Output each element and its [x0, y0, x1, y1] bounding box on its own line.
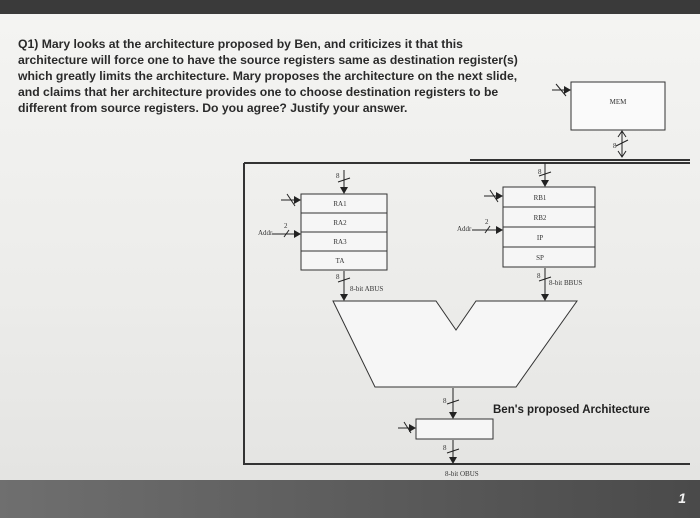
alu-shape: [332, 300, 578, 388]
svg-text:2: 2: [284, 222, 288, 230]
register-ra3: RA3: [333, 238, 347, 246]
output-register: [415, 418, 494, 440]
ra-addr-label: Addr: [258, 229, 273, 237]
svg-text:8: 8: [538, 168, 542, 176]
svg-text:8: 8: [443, 397, 447, 405]
memory-block: [570, 81, 666, 131]
register-ra2: RA2: [333, 219, 347, 227]
diagram-caption: Ben's proposed Architecture: [493, 404, 650, 416]
obus-label: 8-bit OBUS: [445, 470, 479, 478]
main-frame: [243, 163, 690, 465]
rb-addr-label: Addr: [457, 225, 472, 233]
svg-text:8: 8: [443, 444, 447, 452]
svg-text:8: 8: [336, 172, 340, 180]
register-ra1: RA1: [333, 200, 347, 208]
register-rb1: RB1: [534, 194, 547, 202]
register-file-b: RB1 RB2 IP SP: [502, 186, 596, 268]
bottom-bar: 1: [0, 480, 700, 518]
register-ta: TA: [336, 257, 345, 265]
mem-input-slash: [555, 83, 567, 97]
memory-label: MEM: [610, 98, 628, 106]
register-file-a: RA1 RA2 RA3 TA: [300, 193, 388, 271]
top-bar: [0, 0, 700, 16]
register-ip: IP: [537, 234, 543, 242]
svg-text:8: 8: [336, 273, 340, 281]
register-rb2: RB2: [534, 214, 547, 222]
slide-number: 1: [678, 490, 686, 506]
bbus-label: 8-bit BBUS: [549, 279, 582, 287]
register-sp: SP: [536, 254, 544, 262]
svg-text:2: 2: [485, 218, 489, 226]
svg-text:8: 8: [537, 272, 541, 280]
abus-label: 8-bit ABUS: [350, 285, 383, 293]
mem-bus-width: 8: [613, 142, 617, 150]
question-text: Q1) Mary looks at the architecture propo…: [18, 37, 518, 115]
